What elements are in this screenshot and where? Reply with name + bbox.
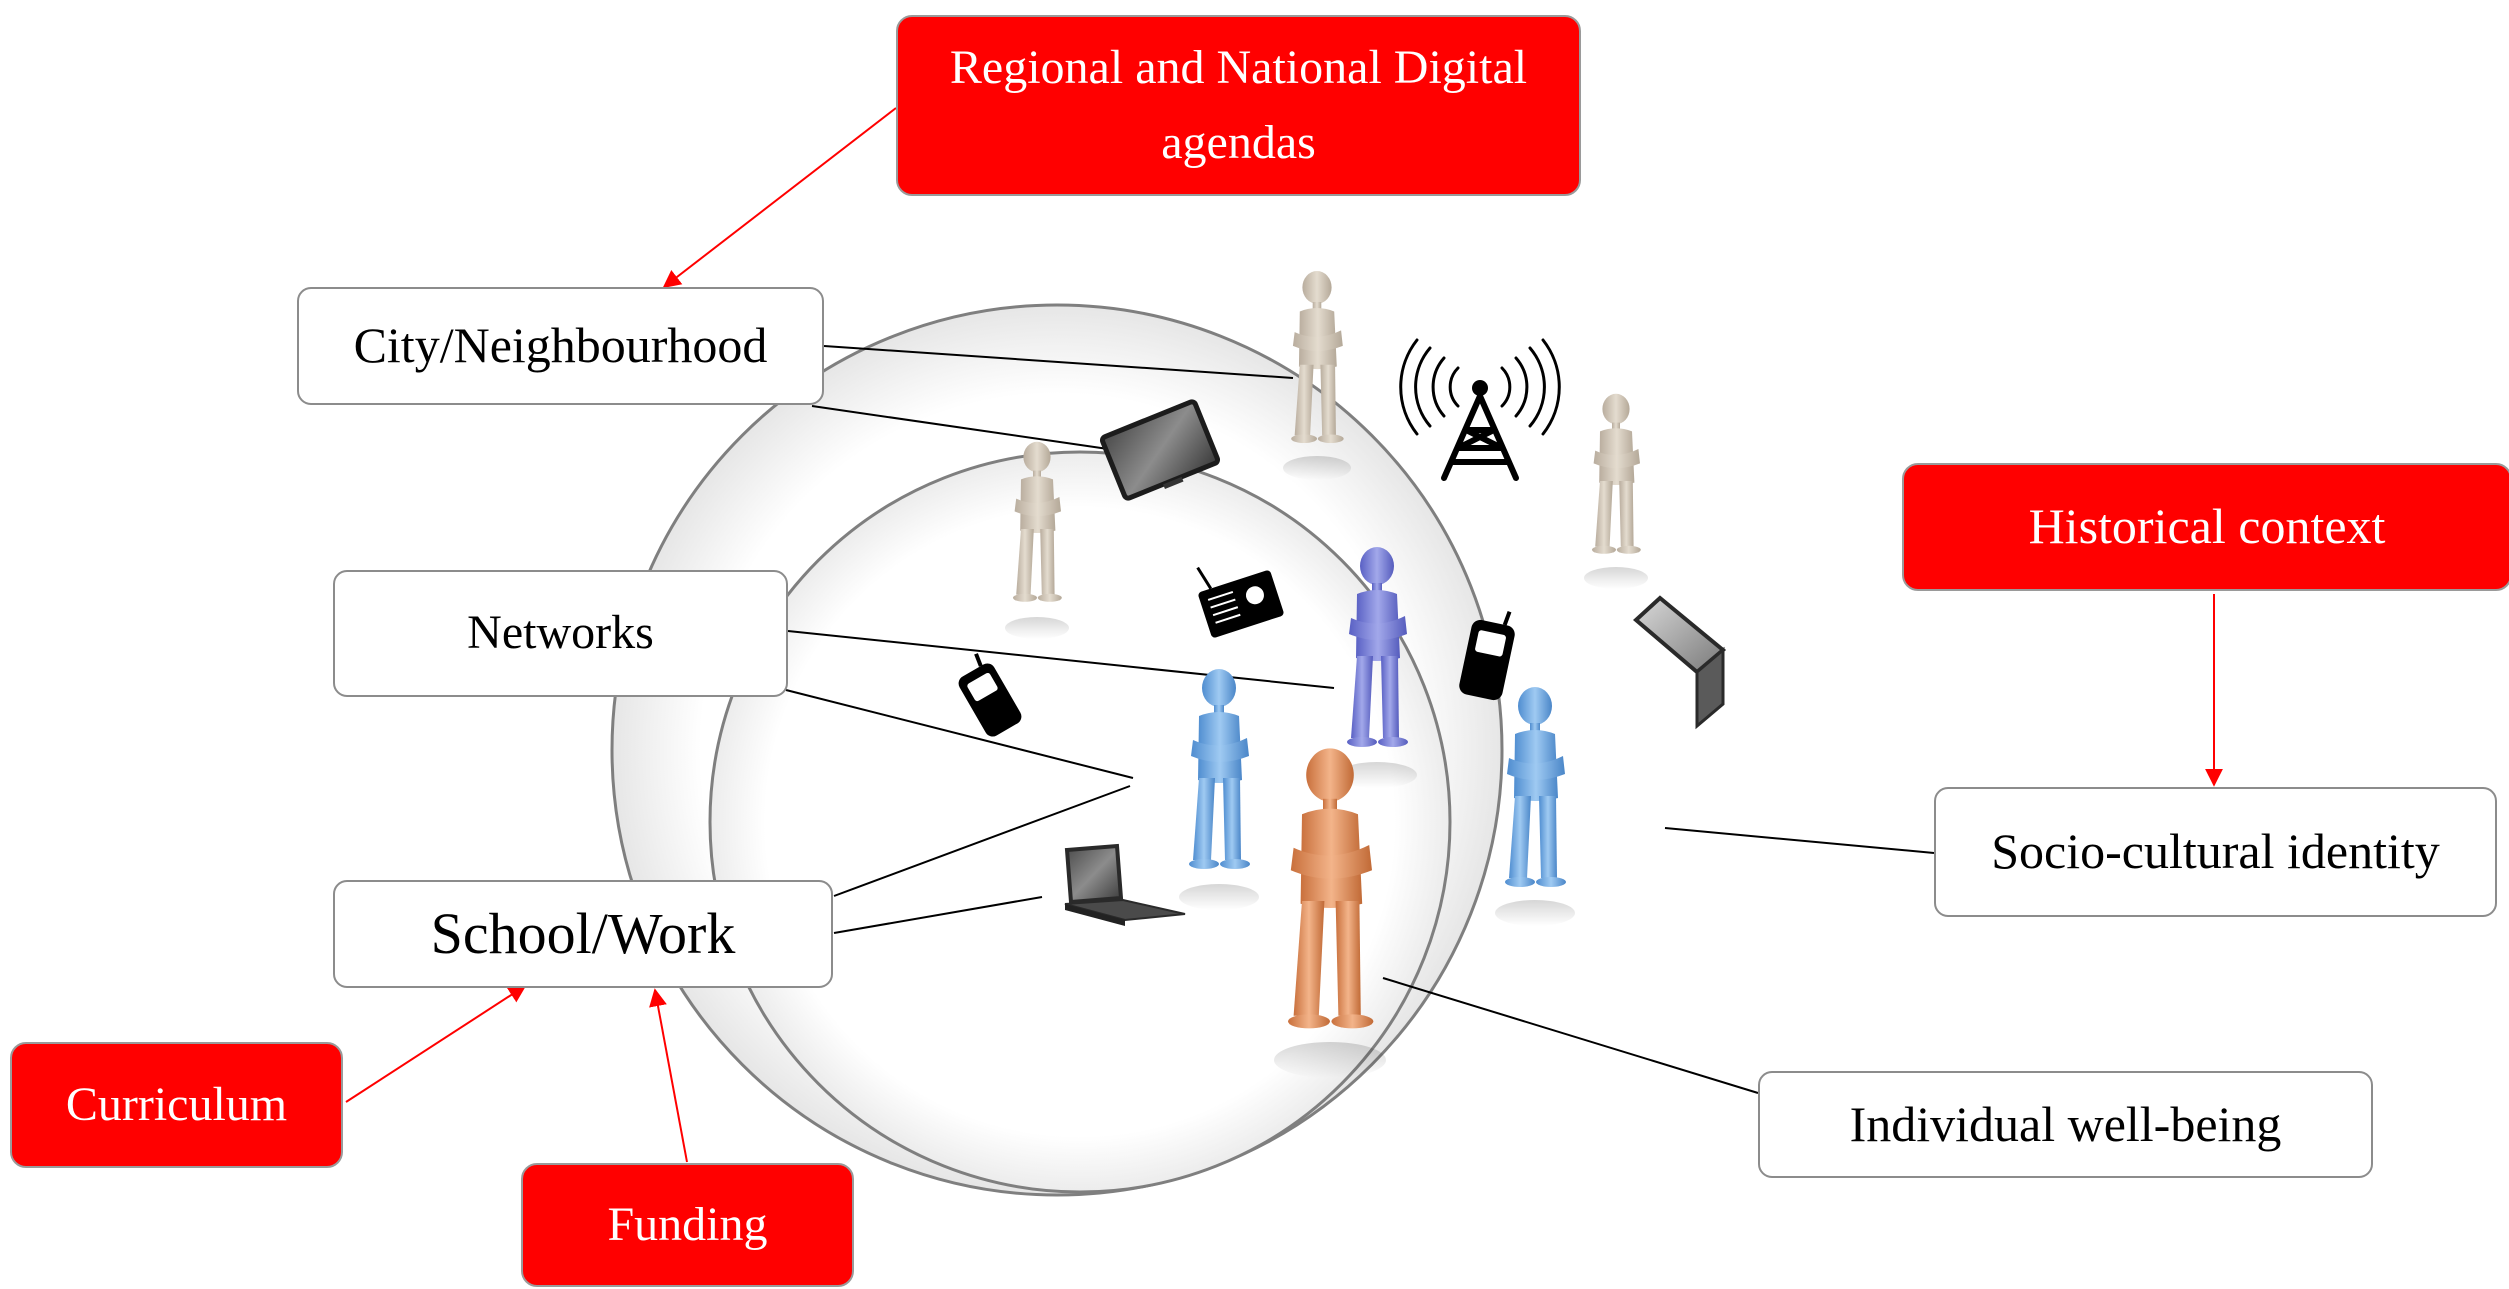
individual-well-being-box: Individual well-being: [1758, 1071, 2373, 1178]
figure-beige-right: [1584, 393, 1648, 589]
figure-violet: [1337, 547, 1417, 788]
funding-label: Funding: [607, 1197, 768, 1251]
funding-box: Funding: [521, 1163, 854, 1287]
connector-networks-person: [787, 630, 1335, 689]
figure-beige-top: [1283, 271, 1351, 480]
historical-context-box: Historical context: [1902, 463, 2509, 591]
figure-beige-left: [1005, 441, 1069, 639]
curriculum-label: Curriculum: [65, 1077, 288, 1131]
laptop-icon-bottom: [1064, 843, 1186, 926]
individual-well-being-label: Individual well-being: [1849, 1095, 2282, 1152]
inner-circle: [708, 450, 1452, 1194]
figure-blue-left: [1179, 669, 1259, 910]
city-neighbourhood-label: City/Neighbourhood: [353, 317, 768, 374]
radio-icon: [1196, 566, 1284, 638]
tv-icon: [1099, 399, 1221, 501]
radio-tower-icon: [1399, 338, 1561, 481]
connector-wellbeing-person: [1382, 977, 1759, 1094]
connector-identity-circle: [1664, 827, 1935, 854]
arrow-funding-to-school: [649, 988, 688, 1163]
city-neighbourhood-box: City/Neighbourhood: [297, 287, 824, 405]
figure-orange-center: [1274, 748, 1386, 1078]
networks-box: Networks: [333, 570, 788, 697]
connector-school-person: [833, 785, 1131, 897]
historical-context-label: Historical context: [2028, 498, 2386, 555]
curriculum-box: Curriculum: [10, 1042, 343, 1168]
socio-cultural-identity-label: Socio-cultural identity: [1991, 823, 2440, 880]
mobile-phone-icon-left: [958, 653, 1022, 737]
laptop-icon: [1632, 595, 1727, 730]
networks-label: Networks: [467, 606, 654, 660]
socio-cultural-identity-box: Socio-cultural identity: [1934, 787, 2497, 917]
figure-blue-right: [1495, 687, 1575, 926]
arrow-curriculum-to-school: [345, 985, 527, 1103]
mobile-phone-icon: [1459, 610, 1515, 701]
regional-digital-agendas-box: Regional and National Digital agendas: [896, 15, 1581, 196]
connector-school-laptop: [833, 896, 1043, 934]
connector-networks-person-2: [785, 689, 1134, 779]
school-work-label: School/Work: [430, 901, 736, 967]
school-work-box: School/Work: [333, 880, 833, 988]
red-arrows: [345, 107, 2223, 1163]
arrow-agendas-to-city: [662, 107, 897, 289]
regional-digital-agendas-label: Regional and National Digital agendas: [949, 41, 1528, 169]
connector-lines: [785, 345, 1935, 1094]
connector-city-tv: [811, 405, 1109, 450]
connector-city-person: [823, 345, 1294, 379]
